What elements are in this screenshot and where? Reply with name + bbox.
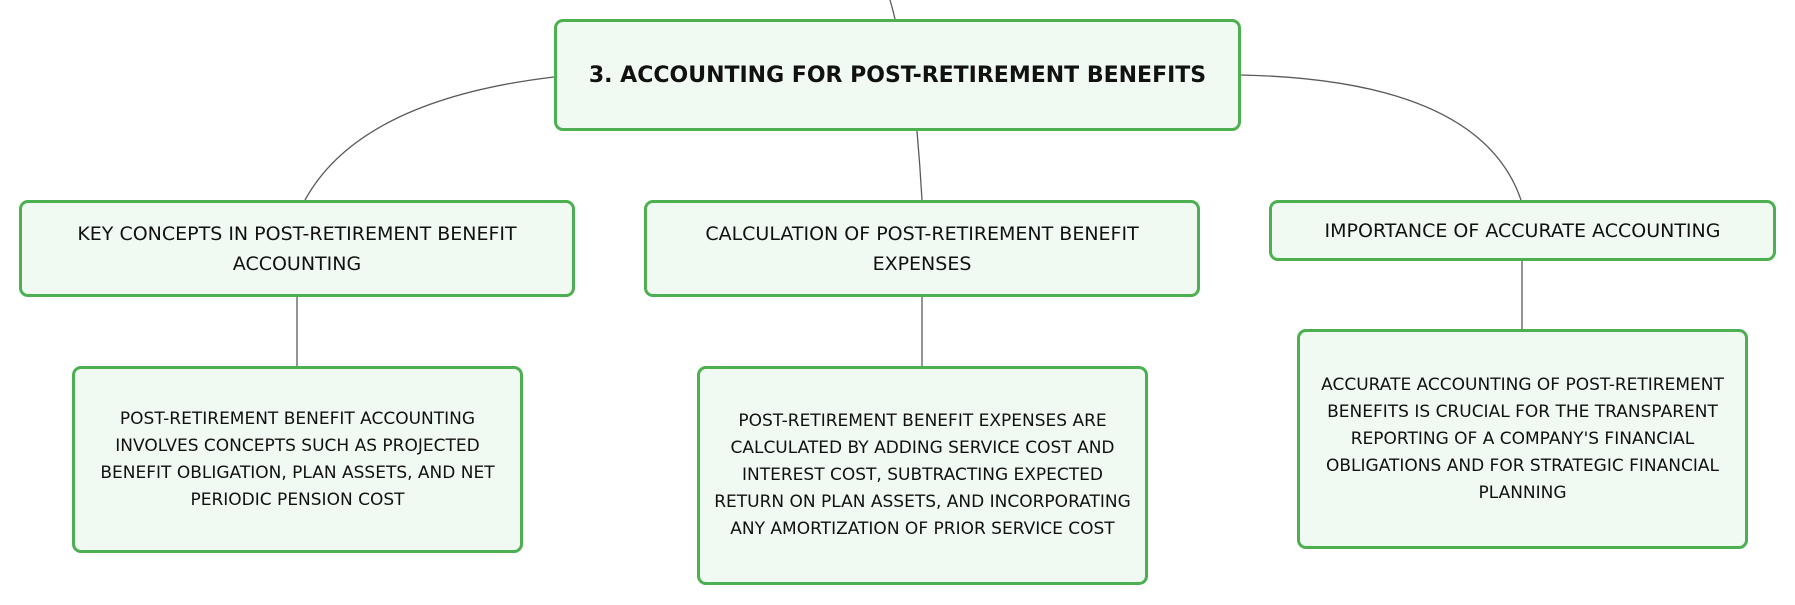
connector-root-to-branch-3 [1240, 74, 1522, 201]
branch-label: IMPORTANCE OF ACCURATE ACCOUNTING [1324, 219, 1721, 242]
branch-label: KEY CONCEPTS IN POST-RETIREMENT BENEFIT … [77, 222, 517, 275]
detail-text: ACCURATE ACCOUNTING OF POST-RETIREMENT B… [1321, 374, 1724, 503]
branch-node-importance[interactable]: IMPORTANCE OF ACCURATE ACCOUNTING [1269, 200, 1776, 261]
detail-text: POST-RETIREMENT BENEFIT EXPENSES ARE CAL… [714, 411, 1131, 539]
connector-root-to-branch-2 [916, 130, 923, 201]
branch-node-key-concepts[interactable]: KEY CONCEPTS IN POST-RETIREMENT BENEFIT … [19, 200, 575, 297]
detail-node-key-concepts[interactable]: POST-RETIREMENT BENEFIT ACCOUNTING INVOL… [72, 366, 523, 553]
connector-root-to-branch-1 [304, 76, 555, 201]
root-topic-title: 3. ACCOUNTING FOR POST-RETIREMENT BENEFI… [588, 62, 1207, 88]
detail-node-importance[interactable]: ACCURATE ACCOUNTING OF POST-RETIREMENT B… [1297, 329, 1748, 549]
detail-node-calculation[interactable]: POST-RETIREMENT BENEFIT EXPENSES ARE CAL… [697, 366, 1148, 585]
branch-label: CALCULATION OF POST-RETIREMENT BENEFIT E… [705, 222, 1139, 275]
connector-parent-to-root [889, 0, 896, 20]
detail-text: POST-RETIREMENT BENEFIT ACCOUNTING INVOL… [100, 408, 495, 510]
root-topic-node[interactable]: 3. ACCOUNTING FOR POST-RETIREMENT BENEFI… [554, 19, 1241, 131]
branch-node-calculation[interactable]: CALCULATION OF POST-RETIREMENT BENEFIT E… [644, 200, 1200, 297]
